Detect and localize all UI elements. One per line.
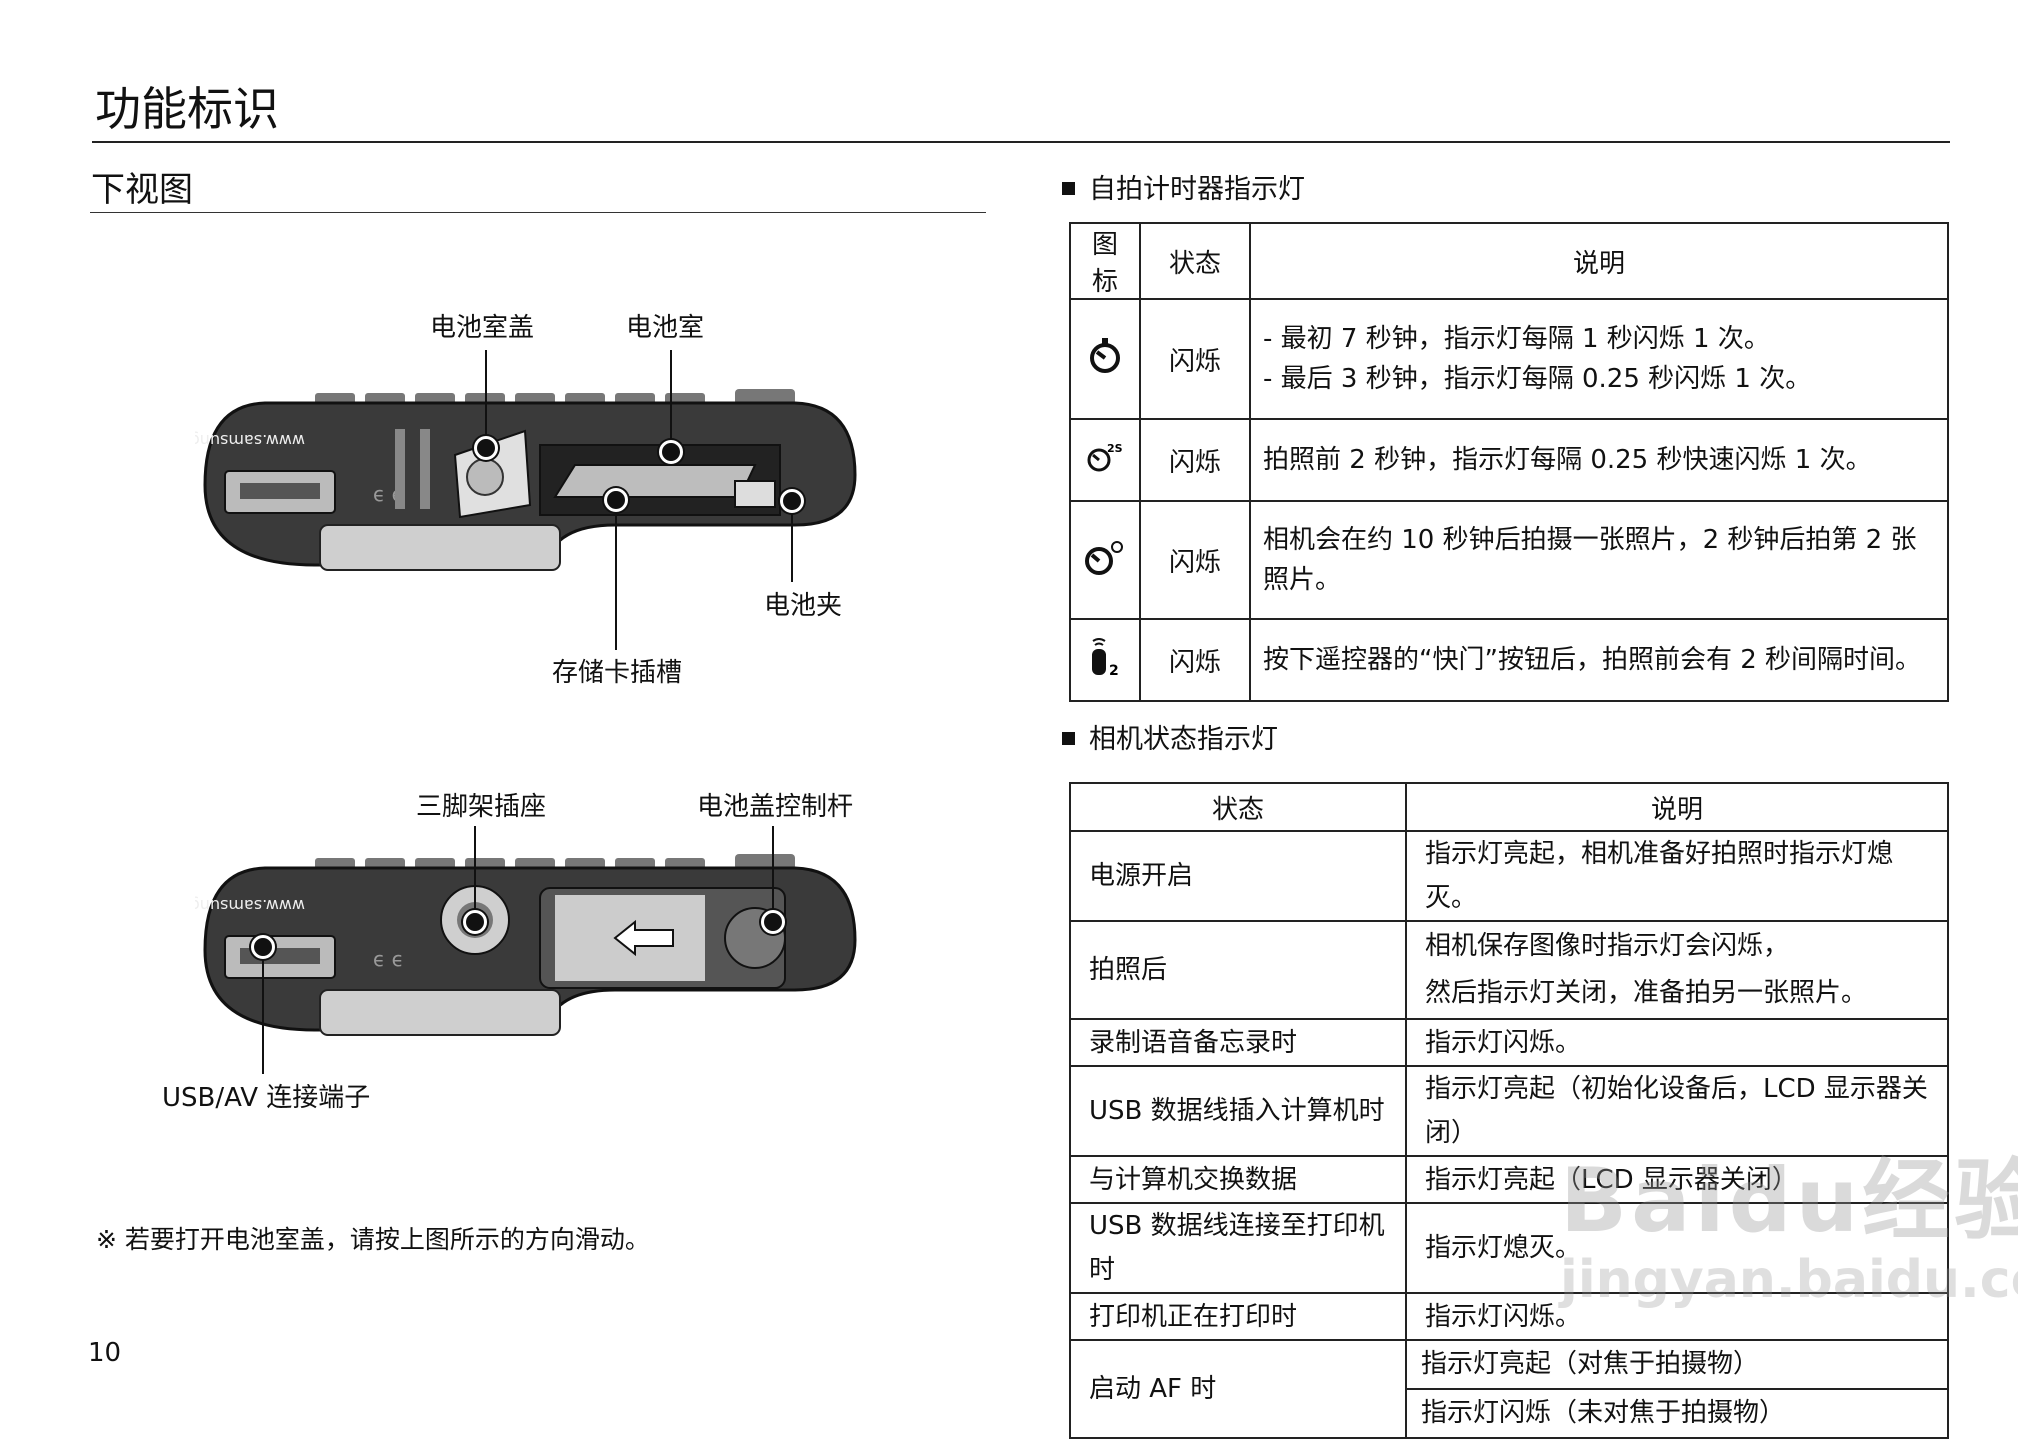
state-cell: 闪烁: [1139, 500, 1251, 620]
state-cell: 启动 AF 时: [1069, 1339, 1407, 1439]
table-row: USB 数据线插入计算机时 指示灯亮起（初始化设备后，LCD 显示器关闭）: [1069, 1065, 1949, 1157]
leader-memory-card-slot: [615, 500, 617, 650]
table-row: 电源开启 指示灯亮起，相机准备好拍照时指示灯熄灭。: [1069, 830, 1949, 922]
state-cell: 闪烁: [1139, 298, 1251, 420]
self-timer-icon: [1069, 298, 1141, 420]
self-timer-2s-icon: 2S: [1069, 418, 1141, 502]
desc-line: - 最后 3 秒钟，指示灯每隔 0.25 秒闪烁 1 次。: [1263, 364, 1812, 394]
marker-memory-card-slot: [604, 488, 628, 512]
table-header-row: 状态 说明: [1069, 782, 1949, 832]
table-row: 闪烁 相机会在约 10 秒钟后拍摄一张照片，2 秒钟后拍第 2 张 照片。: [1069, 500, 1949, 620]
table-row: 闪烁 - 最初 7 秒钟，指示灯每隔 1 秒闪烁 1 次。 - 最后 3 秒钟，…: [1069, 298, 1949, 420]
marker-usb-av-port: [251, 935, 275, 959]
svg-text:2: 2: [1109, 663, 1119, 677]
table-row: 打印机正在打印时 指示灯闪烁。: [1069, 1292, 1949, 1341]
header-desc: 说明: [1405, 782, 1949, 832]
desc-line: 指示灯闪烁（未对焦于拍摄物）: [1407, 1388, 1947, 1437]
leader-battery-holder: [791, 500, 793, 582]
state-cell: 闪烁: [1139, 618, 1251, 702]
marker-battery-chamber: [659, 440, 683, 464]
desc-cell: 指示灯亮起（初始化设备后，LCD 显示器关闭）: [1405, 1065, 1949, 1157]
marker-cover-lever: [761, 910, 785, 934]
desc-line: 指示灯亮起（对焦于拍摄物）: [1421, 1349, 1760, 1379]
desc-line: 相机保存图像时指示灯会闪烁，: [1425, 931, 1790, 961]
header-state: 状态: [1069, 782, 1407, 832]
label-memory-card-slot: 存储卡插槽: [552, 658, 683, 688]
marker-battery-cover: [474, 436, 498, 460]
leader-battery-cover: [485, 350, 487, 448]
table-row: USB 数据线连接至打印机时 指示灯熄灭。: [1069, 1202, 1949, 1294]
label-battery-cover: 电池室盖: [430, 313, 535, 343]
label-cover-lever: 电池盖控制杆: [697, 792, 854, 822]
note-text: ※ 若要打开电池室盖，请按上图所示的方向滑动。: [96, 1225, 650, 1254]
camera-bottom-open-diagram: www.samsungcamera.com ϵ ϵ: [195, 389, 857, 571]
camera-body-text-2: www.samsungcamera.com: [195, 896, 305, 915]
svg-text:2S: 2S: [1107, 442, 1123, 455]
state-cell: 电源开启: [1069, 830, 1407, 922]
desc-cell: 指示灯亮起（LCD 显示器关闭）: [1405, 1155, 1949, 1204]
state-cell: 打印机正在打印时: [1069, 1292, 1407, 1341]
table-row: 2 闪烁 按下遥控器的“快门”按钮后，拍照前会有 2 秒间隔时间。: [1069, 618, 1949, 702]
table-header-row: 图标 状态 说明: [1069, 222, 1949, 300]
desc-line: 然后指示灯关闭，准备拍另一张照片。: [1425, 978, 1868, 1008]
leader-usb-av-port: [262, 944, 264, 1074]
section-heading: 下视图: [91, 170, 193, 210]
marker-battery-holder: [780, 489, 804, 513]
desc-line: 拍照前 2 秒钟，指示灯每隔 0.25 秒快速闪烁 1 次。: [1263, 445, 1872, 475]
label-battery-chamber: 电池室: [626, 313, 705, 343]
label-tripod-socket: 三脚架插座: [416, 792, 547, 822]
label-usb-av-port: USB/AV 连接端子: [162, 1083, 371, 1113]
desc-cell: 拍照前 2 秒钟，指示灯每隔 0.25 秒快速闪烁 1 次。: [1249, 418, 1949, 502]
leader-tripod-socket: [474, 826, 476, 916]
header-icon: 图标: [1069, 222, 1141, 300]
table-row: 录制语音备忘录时 指示灯闪烁。: [1069, 1018, 1949, 1067]
marker-tripod-socket: [463, 910, 487, 934]
bullet-square: [1062, 732, 1075, 745]
watermark-url: jingyan.baidu.com: [1560, 1250, 2018, 1310]
table-row: 启动 AF 时 指示灯亮起（对焦于拍摄物） 指示灯闪烁（未对焦于拍摄物）: [1069, 1339, 1949, 1439]
camera-body-text: www.samsungcamera.com: [195, 431, 305, 450]
desc-line: 按下遥控器的“快门”按钮后，拍照前会有 2 秒间隔时间。: [1263, 645, 1922, 675]
remote-2s-icon: 2: [1069, 618, 1141, 702]
double-self-timer-icon: [1069, 500, 1141, 620]
status-lamp-table: 状态 说明 电源开启 指示灯亮起，相机准备好拍照时指示灯熄灭。 拍照后 相机保存…: [1069, 782, 1949, 1439]
self-timer-table: 图标 状态 说明 闪烁 - 最初 7 秒钟，指示灯每隔 1 秒闪烁 1 次。 -…: [1069, 222, 1949, 702]
svg-text:ϵ ϵ: ϵ ϵ: [373, 947, 404, 971]
state-cell: 与计算机交换数据: [1069, 1155, 1407, 1204]
leader-battery-chamber: [670, 350, 672, 450]
page-title: 功能标识: [95, 82, 279, 136]
section-divider: [90, 212, 986, 213]
desc-cell: 相机会在约 10 秒钟后拍摄一张照片，2 秒钟后拍第 2 张 照片。: [1249, 500, 1949, 620]
desc-cell: 指示灯闪烁。: [1405, 1018, 1949, 1067]
table-row: 2S 闪烁 拍照前 2 秒钟，指示灯每隔 0.25 秒快速闪烁 1 次。: [1069, 418, 1949, 502]
desc-line: 照片。: [1263, 565, 1342, 595]
bullet-square: [1062, 182, 1075, 195]
table-row: 与计算机交换数据 指示灯亮起（LCD 显示器关闭）: [1069, 1155, 1949, 1204]
desc-line: - 最初 7 秒钟，指示灯每隔 1 秒闪烁 1 次。: [1263, 324, 1770, 354]
desc-cell: 相机保存图像时指示灯会闪烁， 然后指示灯关闭，准备拍另一张照片。: [1405, 920, 1949, 1020]
status-lamp-heading: 相机状态指示灯: [1062, 722, 1278, 758]
desc-cell: - 最初 7 秒钟，指示灯每隔 1 秒闪烁 1 次。 - 最后 3 秒钟，指示灯…: [1249, 298, 1949, 420]
state-cell: 录制语音备忘录时: [1069, 1018, 1407, 1067]
watermark-logo: Baidu经验: [1560, 1149, 2018, 1252]
header-state: 状态: [1139, 222, 1251, 300]
table-row: 拍照后 相机保存图像时指示灯会闪烁， 然后指示灯关闭，准备拍另一张照片。: [1069, 920, 1949, 1020]
leader-cover-lever: [772, 826, 774, 916]
state-cell: USB 数据线插入计算机时: [1069, 1065, 1407, 1157]
desc-cell: 指示灯亮起，相机准备好拍照时指示灯熄灭。: [1405, 830, 1949, 922]
state-cell: 拍照后: [1069, 920, 1407, 1020]
header-desc: 说明: [1249, 222, 1949, 300]
state-cell: 闪烁: [1139, 418, 1251, 502]
desc-cell: 指示灯熄灭。: [1405, 1202, 1949, 1294]
desc-cell: 指示灯闪烁。: [1405, 1292, 1949, 1341]
label-battery-holder: 电池夹: [764, 591, 843, 621]
page-number: 10: [88, 1338, 122, 1368]
desc-cell: 按下遥控器的“快门”按钮后，拍照前会有 2 秒间隔时间。: [1249, 618, 1949, 702]
self-timer-heading: 自拍计时器指示灯: [1062, 172, 1305, 208]
state-cell: USB 数据线连接至打印机时: [1069, 1202, 1407, 1294]
desc-line: 相机会在约 10 秒钟后拍摄一张照片，2 秒钟后拍第 2 张: [1263, 525, 1917, 555]
camera-bottom-closed-diagram: www.samsungcamera.com ϵ ϵ: [195, 854, 857, 1036]
desc-cell: 指示灯亮起（对焦于拍摄物） 指示灯闪烁（未对焦于拍摄物）: [1405, 1339, 1949, 1439]
title-divider: [92, 141, 1950, 143]
